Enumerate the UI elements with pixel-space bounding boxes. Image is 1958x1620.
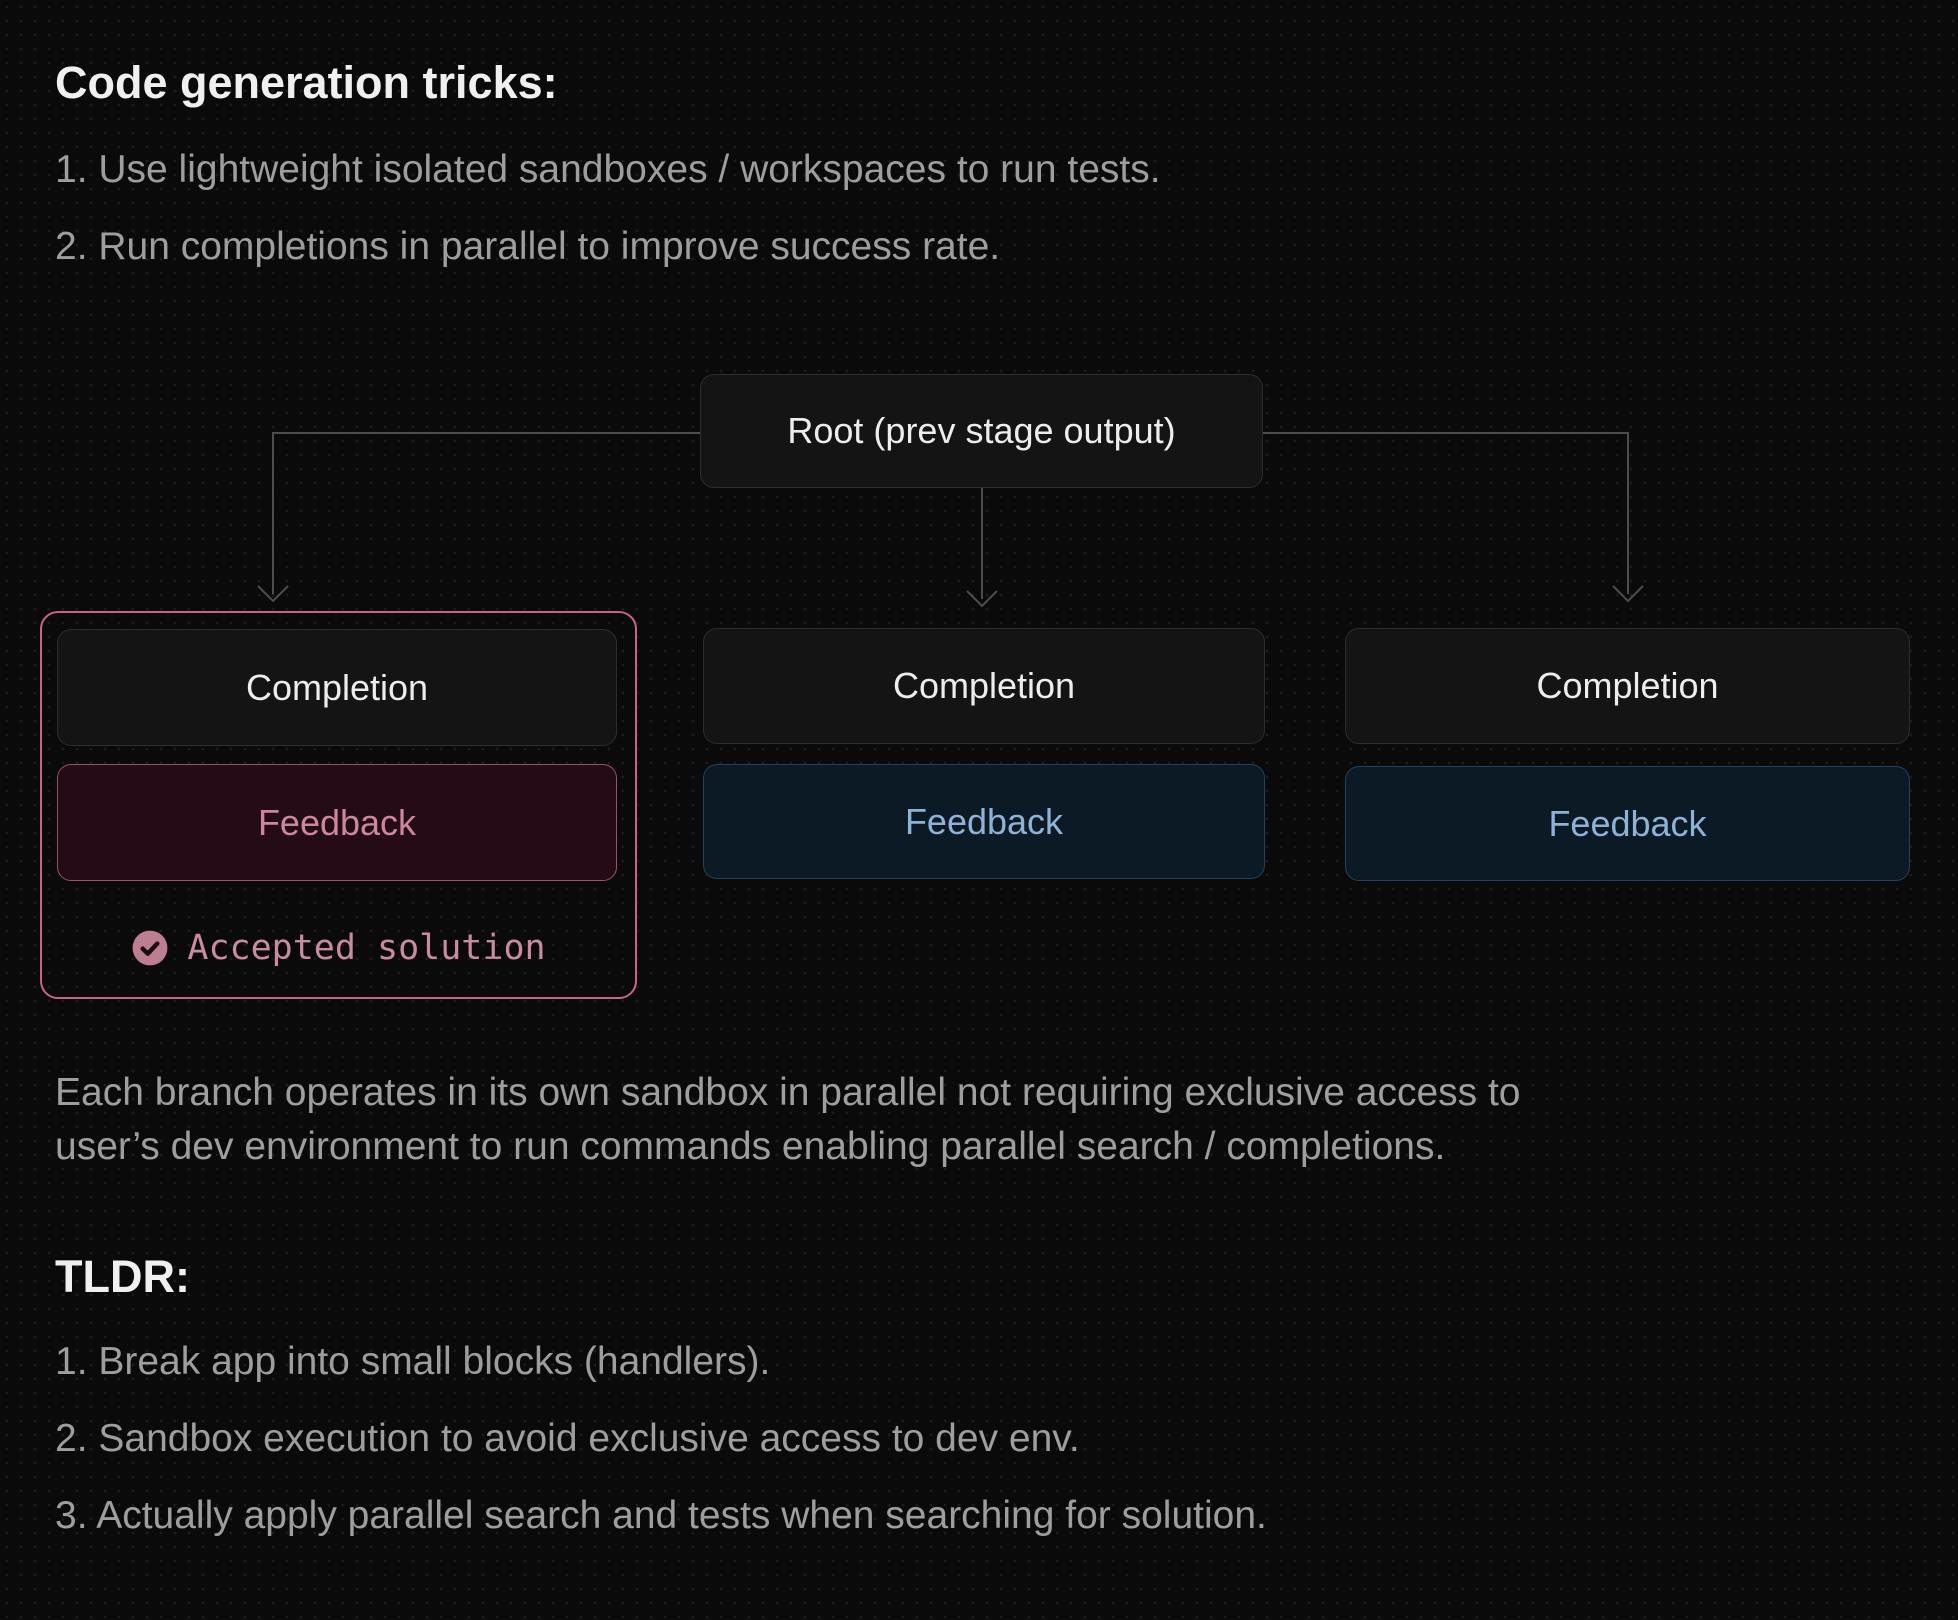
explanation-paragraph: Each branch operates in its own sandbox … xyxy=(55,1071,1521,1168)
completion-label-3: Completion xyxy=(1536,665,1719,706)
connector-left xyxy=(272,432,700,594)
connector-lines xyxy=(257,432,1644,608)
intro-list: 1. Use lightweight isolated sandboxes / … xyxy=(55,144,1958,273)
parallel-completions-diagram: Root (prev stage output) Completion Feed… xyxy=(0,298,1958,1008)
tldr-item-1: 1. Break app into small blocks (handlers… xyxy=(55,1340,771,1383)
arrowhead-right xyxy=(1612,585,1644,603)
tldr-item-2: 2. Sandbox execution to avoid exclusive … xyxy=(55,1417,1080,1460)
feedback-label-1: Feedback xyxy=(257,801,417,843)
accepted-branch-frame[interactable]: Completion Feedback Accepted solution xyxy=(40,611,637,999)
completion-node-1[interactable]: Completion xyxy=(57,629,617,746)
tldr-list: 1. Break app into small blocks (handlers… xyxy=(55,1336,1958,1542)
root-node-label: Root (prev stage output) xyxy=(787,410,1176,451)
page-title: Code generation tricks: xyxy=(55,57,558,108)
check-circle-icon xyxy=(132,930,168,966)
tldr-item-3: 3. Actually apply parallel search and te… xyxy=(55,1494,1267,1537)
accepted-solution-label: Accepted solution xyxy=(187,928,546,968)
feedback-node-2[interactable]: Feedback xyxy=(703,764,1265,879)
intro-item-1: 1. Use lightweight isolated sandboxes / … xyxy=(55,148,1161,191)
feedback-label-3: Feedback xyxy=(1548,802,1707,844)
completion-node-3[interactable]: Completion xyxy=(1345,628,1910,744)
feedback-node-3[interactable]: Feedback xyxy=(1345,766,1910,881)
arrowhead-middle xyxy=(966,590,998,608)
root-node[interactable]: Root (prev stage output) xyxy=(700,374,1263,488)
feedback-node-1[interactable]: Feedback xyxy=(57,764,617,881)
completion-label-2: Completion xyxy=(892,665,1076,706)
completion-node-2[interactable]: Completion xyxy=(703,628,1265,744)
arrowhead-left xyxy=(257,585,289,603)
feedback-label-2: Feedback xyxy=(904,800,1064,842)
intro-item-2: 2. Run completions in parallel to improv… xyxy=(55,225,1001,268)
accepted-solution-badge: Accepted solution xyxy=(42,926,635,970)
tldr-title: TLDR: xyxy=(55,1251,190,1302)
connector-right xyxy=(1263,432,1629,594)
completion-label-1: Completion xyxy=(245,666,429,708)
